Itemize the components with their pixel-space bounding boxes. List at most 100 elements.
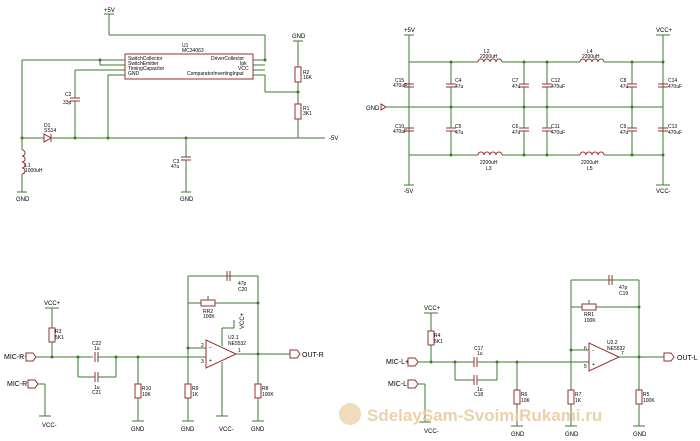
c17-ref: C17 <box>474 346 483 352</box>
u2-1-opamp <box>205 339 238 369</box>
out-r-label: OUT-R <box>302 352 324 359</box>
out-l-port <box>663 352 675 362</box>
c5-val: 47u <box>455 130 464 136</box>
r7-gnd-label: GND <box>565 432 579 438</box>
rr1-val: 100K <box>584 318 596 324</box>
r10-gnd-label: GND <box>131 427 145 433</box>
filter-section: +5V -5V VCC+ VCC- L2 2200uH L4 2200uH GN… <box>366 28 682 195</box>
c15-ref: C15 <box>395 78 404 84</box>
c2-ref: C2 <box>65 92 72 98</box>
r9-resistor <box>184 383 192 399</box>
mic-l-plus-label: MIC-L+ <box>386 359 409 366</box>
r4-ref: R4 <box>434 333 441 339</box>
d1-val: SS14 <box>44 128 56 134</box>
r2-val: 16K <box>303 75 313 81</box>
out-l-label: OUT-L <box>677 355 698 362</box>
c12-val: 470uF <box>551 84 565 90</box>
c22-val: 1u <box>94 346 100 352</box>
mic-r-plus-label: MIC-R+ <box>4 354 28 361</box>
r6-val: 10K <box>521 398 531 404</box>
c11-val: 470uF <box>551 130 565 136</box>
c14-ref: C14 <box>668 78 677 84</box>
l1-inductor <box>21 149 26 175</box>
l3-ref: L3 <box>486 166 492 172</box>
l3-val: 2200uH <box>480 160 498 166</box>
l1-val: 1000uH <box>25 168 43 174</box>
watermark-logo-icon <box>339 403 361 425</box>
r10-resistor <box>134 383 142 399</box>
l4-ref: L4 <box>587 49 593 55</box>
r8-ref: R8 <box>262 386 269 392</box>
u1-pin-switch-emitter: SwitchEmitter <box>128 61 159 67</box>
c6-ref: C6 <box>512 124 519 130</box>
u2-2-pin5: 5 <box>584 364 587 370</box>
r7-resistor <box>567 389 575 405</box>
l2-val: 2200uH <box>480 54 498 60</box>
r5-gnd-label: GND <box>633 432 647 438</box>
l3-inductor <box>477 151 503 156</box>
c5-ref: C5 <box>455 124 462 130</box>
rr2-ref: RR2 <box>203 309 213 315</box>
c4-ref: C4 <box>455 78 462 84</box>
d1-diode <box>43 133 53 143</box>
u2-2-pin7: 7 <box>621 351 624 357</box>
rr1-ref: RR1 <box>584 312 594 318</box>
u2-1-minus: − <box>209 345 212 351</box>
u2-2-opamp <box>588 342 621 372</box>
l2-inductor <box>477 58 503 63</box>
bl-opamp-vccm-label: VCC- <box>219 427 234 433</box>
u1-pin-switch-collector: SwitchCollector <box>128 56 163 62</box>
u2-1-pin3: 3 <box>201 359 204 365</box>
c9-val: 47u <box>620 130 629 136</box>
c6-val: 47u <box>512 130 521 136</box>
c21-ref: C21 <box>92 390 101 396</box>
preamp-left-channel: VCC+ R4 5K1 MIC-L+ MIC-L- VCC- C17 1u 1u… <box>386 275 698 438</box>
r8-val: 100K <box>262 392 274 398</box>
r6-resistor <box>513 389 521 405</box>
u2-1-ref: U2.1 <box>228 335 239 341</box>
out-r-port <box>289 349 301 359</box>
u2-1-part: NE5532 <box>228 341 246 347</box>
mic-r-minus-port <box>27 379 39 389</box>
r8-resistor <box>254 383 262 399</box>
l5-val: 2200uH <box>581 160 599 166</box>
col-c12-c11: C12 470uF C11 470uF <box>542 60 565 157</box>
u1-pin-comparator: ComparatorInvertingInput <box>187 71 244 77</box>
u2-1-pin1: 1 <box>238 348 241 354</box>
l5-inductor <box>579 151 605 156</box>
u1-pin-vcc: VCC <box>238 66 249 72</box>
r1-ref: R1 <box>303 106 310 112</box>
u2-1-plus: + <box>209 358 212 364</box>
c17-val: 1u <box>477 351 483 357</box>
col-c4-c5: C4 47u C5 47u <box>446 60 464 157</box>
r9-gnd-label: GND <box>181 427 195 433</box>
watermark-text: SdelaySam-SvoimiRukami.ru <box>367 406 602 425</box>
converter-section: +5V U1 MC34063 SwitchCollector SwitchEmi… <box>16 8 338 203</box>
u1-pin-gnd: GND <box>128 71 140 77</box>
u1-part: MC34063 <box>182 48 204 54</box>
u1-pin-ipk: Ipk <box>240 61 247 67</box>
filter-gnd-label: GND <box>366 106 380 112</box>
u2-2-part: NE5532 <box>607 346 625 352</box>
r7-val: 1K <box>575 398 582 404</box>
r4-val: 5K1 <box>434 339 443 345</box>
r1-val: 3K1 <box>303 111 312 117</box>
u2-1-pin2: 2 <box>201 343 204 349</box>
rr1-resistor <box>581 303 597 311</box>
u1-pin-timing-capacitor: TimingCapacitor <box>128 66 165 72</box>
c7-ref: C7 <box>512 78 519 84</box>
c12-ref: C12 <box>551 78 560 84</box>
mic-r-plus-port <box>25 352 37 362</box>
l5-ref: L5 <box>587 166 593 172</box>
col-c7-c6: C7 47u C6 47u <box>512 60 529 157</box>
mic-r-minus-label: MIC-R- <box>7 381 30 388</box>
r8-gnd-label: GND <box>251 427 265 433</box>
l4-inductor <box>579 58 605 63</box>
r6-gnd-label: GND <box>511 432 525 438</box>
r2-ref: R2 <box>303 70 310 76</box>
r3-val: 5K1 <box>55 335 64 341</box>
mic-l-minus-port <box>407 379 419 389</box>
rr2-resistor <box>200 299 216 307</box>
